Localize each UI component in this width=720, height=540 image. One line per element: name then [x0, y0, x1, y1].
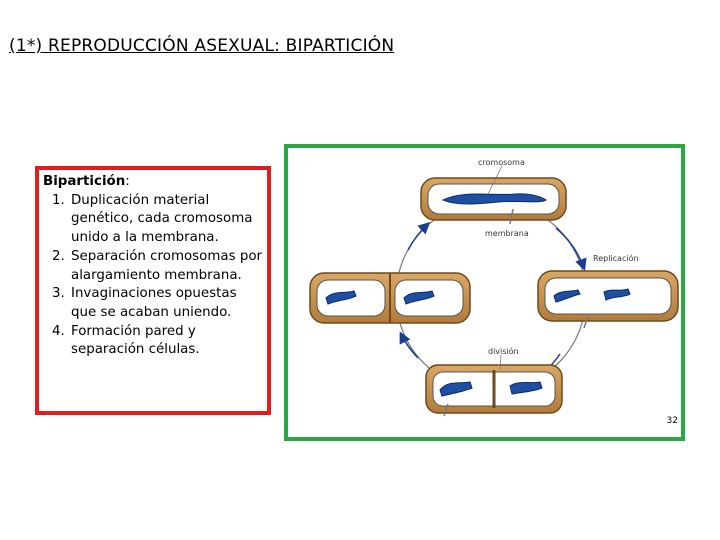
cycle-diagram: cromosoma membrana Replicación división — [288, 148, 681, 437]
description-heading: Bipartición: — [43, 173, 263, 192]
steps-list: Duplicación material genético, cada crom… — [43, 192, 263, 360]
heading-bold: Bipartición — [43, 174, 125, 189]
cell-right — [538, 271, 678, 328]
cell-bottom — [426, 365, 562, 416]
label-division: división — [488, 346, 519, 356]
arrow-icon — [408, 224, 428, 250]
slide-number: 32 — [667, 416, 678, 426]
binary-fission-figure: cromosoma membrana Replicación división … — [284, 144, 685, 441]
step-item: Duplicación material genético, cada crom… — [69, 192, 263, 248]
description-box: Bipartición: Duplicación material genéti… — [35, 166, 271, 415]
cell-top — [421, 178, 566, 224]
heading-colon: : — [125, 174, 130, 189]
step-item: Separación cromosomas por alargamiento m… — [69, 248, 263, 285]
page-title: (1*) REPRODUCCIÓN ASEXUAL: BIPARTICIÓN — [9, 36, 394, 56]
label-replication: Replicación — [593, 253, 639, 263]
cell-left — [310, 273, 470, 323]
label-membrane: membrana — [485, 229, 529, 238]
step-item: Formación pared y separación células. — [69, 323, 263, 360]
arrow-icon — [401, 334, 418, 358]
step-item: Invaginaciones opuestas que se acaban un… — [69, 285, 263, 322]
label-chromosome: cromosoma — [478, 158, 525, 167]
